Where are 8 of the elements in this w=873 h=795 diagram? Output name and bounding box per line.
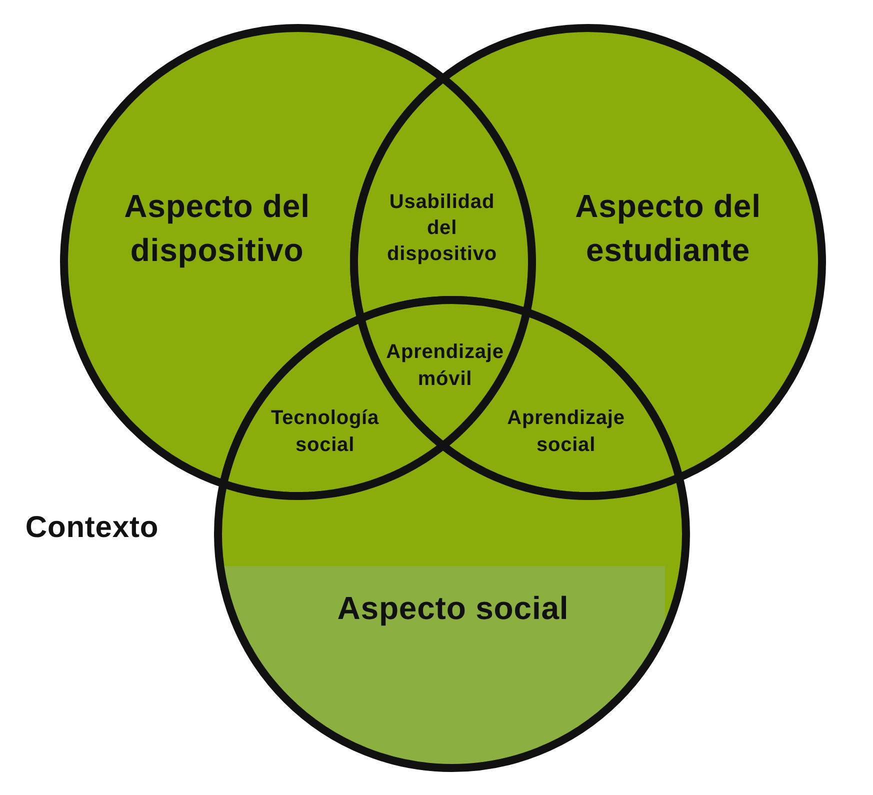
circle-label: Aspecto del dispositivo [123,187,311,270]
overlap-label: Aprendizaje móvil [382,339,508,393]
circle-label: Aspecto del estudiante [574,187,762,270]
overlap-label: Usabilidad del dispositivo [383,189,501,267]
overlap-label: Tecnología social [266,405,384,459]
circle-label: Aspecto social [336,589,570,628]
overlap-label: Aprendizaje social [503,405,629,459]
context-label: Contexto [25,511,159,545]
